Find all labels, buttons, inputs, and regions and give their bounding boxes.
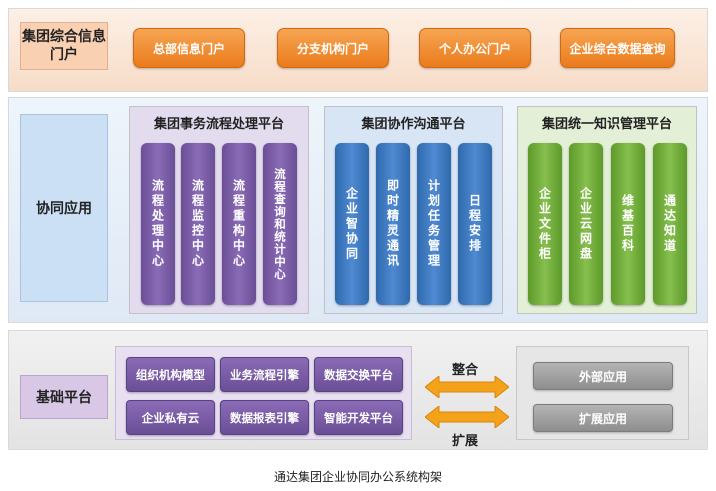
double-arrow-icon bbox=[425, 376, 509, 398]
workflow-engine-button[interactable]: 业务流程引擎 bbox=[220, 357, 309, 392]
workflow-item[interactable]: 流程处理中心 bbox=[141, 143, 175, 305]
data-exchange-button[interactable]: 数据交换平台 bbox=[314, 357, 403, 392]
communication-item[interactable]: 即时精灵通讯 bbox=[376, 143, 410, 305]
communication-item[interactable]: 企业智协同 bbox=[335, 143, 369, 305]
enterprise-data-query-button[interactable]: 企业综合数据查询 bbox=[560, 28, 675, 68]
knowledge-platform-group: 集团统一知识管理平台 企业文件柜 企业云网盘 维基百科 通达知道 bbox=[517, 106, 697, 314]
workflow-item[interactable]: 流程监控中心 bbox=[181, 143, 215, 305]
workflow-item[interactable]: 流程查询和统计中心 bbox=[263, 143, 297, 305]
knowledge-item[interactable]: 企业文件柜 bbox=[528, 143, 562, 305]
report-engine-button[interactable]: 数据报表引擎 bbox=[220, 400, 309, 435]
diagram-caption: 通达集团企业协同办公系统构架 bbox=[273, 470, 442, 484]
knowledge-item[interactable]: 企业云网盘 bbox=[569, 143, 603, 305]
workflow-platform-title: 集团事务流程处理平台 bbox=[153, 117, 284, 132]
personal-office-portal-button[interactable]: 个人办公门户 bbox=[419, 28, 531, 68]
hq-portal-button[interactable]: 总部信息门户 bbox=[133, 28, 245, 68]
communication-platform-group: 集团协作沟通平台 企业智协同 即时精灵通讯 计划任务管理 日程安排 bbox=[324, 106, 503, 314]
collaboration-layer-label: 协同应用 bbox=[20, 114, 108, 302]
org-model-button[interactable]: 组织机构模型 bbox=[126, 357, 215, 392]
extended-apps-button[interactable]: 扩展应用 bbox=[533, 404, 673, 432]
communication-item[interactable]: 日程安排 bbox=[458, 143, 492, 305]
knowledge-item[interactable]: 通达知道 bbox=[653, 143, 687, 305]
base-layer-label: 基础平台 bbox=[20, 375, 108, 419]
workflow-item[interactable]: 流程重构中心 bbox=[222, 143, 256, 305]
dev-platform-button[interactable]: 智能开发平台 bbox=[314, 400, 403, 435]
branch-portal-button[interactable]: 分支机构门户 bbox=[277, 28, 389, 68]
communication-platform-title: 集团协作沟通平台 bbox=[361, 117, 466, 132]
private-cloud-button[interactable]: 企业私有云 bbox=[126, 400, 215, 435]
double-arrow-icon bbox=[425, 406, 509, 428]
external-apps-group: 外部应用 扩展应用 bbox=[516, 346, 689, 440]
base-platform-group: 组织机构模型 业务流程引擎 数据交换平台 企业私有云 数据报表引擎 智能开发平台 bbox=[115, 346, 412, 440]
integrate-label: 整合 bbox=[451, 363, 478, 378]
workflow-platform-group: 集团事务流程处理平台 流程处理中心 流程监控中心 流程重构中心 流程查询和统计中… bbox=[129, 106, 309, 314]
portal-layer-label: 集团综合信息门户 bbox=[20, 22, 108, 70]
knowledge-item[interactable]: 维基百科 bbox=[611, 143, 645, 305]
extend-label: 扩展 bbox=[451, 434, 478, 449]
external-apps-button[interactable]: 外部应用 bbox=[533, 362, 673, 390]
knowledge-platform-title: 集团统一知识管理平台 bbox=[541, 117, 672, 132]
communication-item[interactable]: 计划任务管理 bbox=[417, 143, 451, 305]
